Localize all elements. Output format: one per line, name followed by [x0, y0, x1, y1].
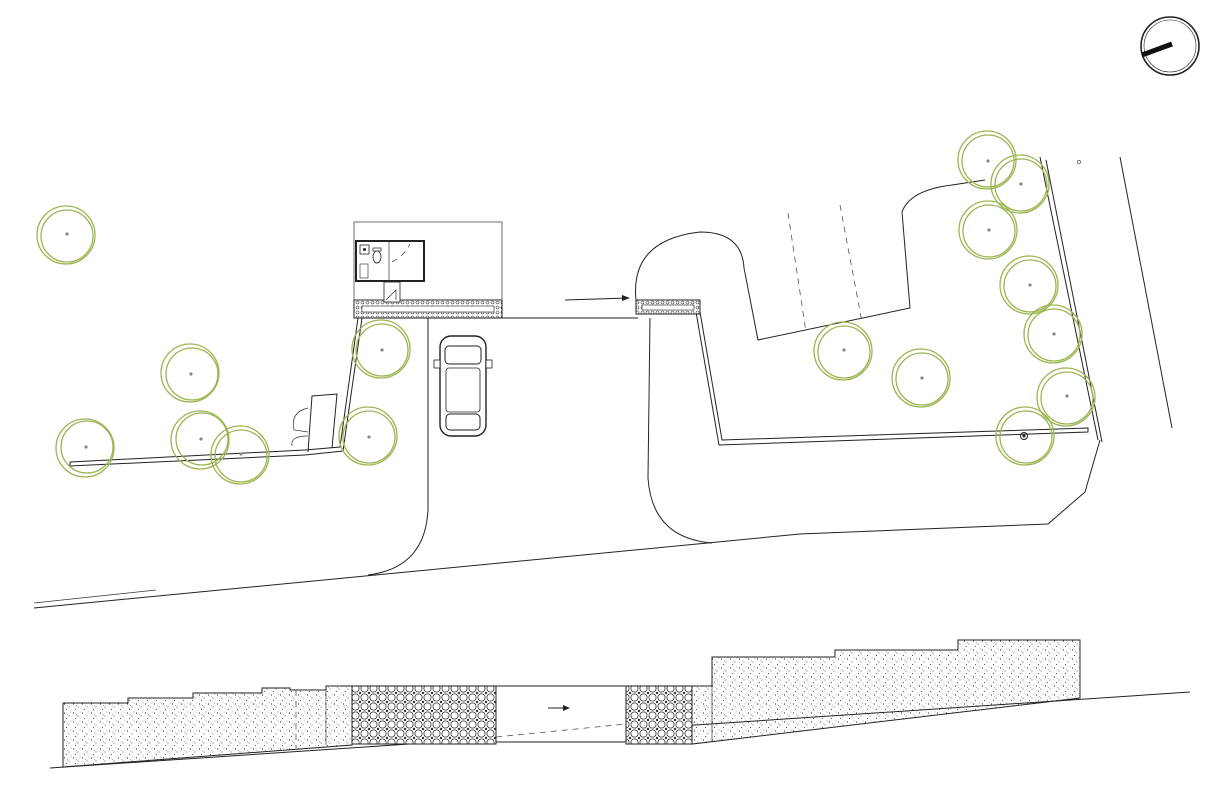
tree [338, 406, 398, 466]
road-edge-far [1119, 156, 1173, 429]
tree [958, 200, 1018, 260]
tree [36, 205, 96, 265]
gate-opening [495, 685, 627, 743]
north-arrow-icon [1140, 16, 1200, 76]
tree [55, 418, 115, 478]
driveway-right-edge [647, 317, 713, 544]
site-plan [33, 130, 1173, 609]
direction-arrow-icon [548, 705, 570, 711]
left-gate [291, 393, 338, 453]
parking-stripe-1 [787, 212, 807, 333]
tree [957, 130, 1017, 190]
parking-stripe-2 [839, 204, 863, 323]
right-entry-wall [635, 299, 701, 315]
road-edge [1039, 156, 1099, 441]
tree [170, 410, 230, 470]
trees [36, 130, 1096, 485]
right-wall-elevation [691, 639, 1081, 745]
site-elevation [49, 639, 1191, 769]
right-gate-post-elevation [625, 685, 693, 745]
tree [891, 348, 951, 408]
tree [351, 319, 411, 379]
tree [1023, 304, 1083, 364]
road-edge-inner [1045, 159, 1103, 443]
left-gate-post-elevation [351, 685, 497, 745]
tree [1036, 367, 1096, 427]
sink-icon [359, 244, 370, 255]
driveway-gate-arrow [564, 297, 629, 301]
left-wall-elevation [62, 685, 353, 768]
tree [999, 255, 1059, 315]
driveway-left-edge [367, 318, 429, 576]
street-edge [33, 439, 1101, 609]
washroom-building [353, 221, 503, 303]
tree [995, 406, 1055, 466]
car-icon [433, 335, 493, 437]
street-edge-left [33, 589, 157, 604]
tree [210, 425, 270, 485]
tree [160, 343, 220, 403]
left-entry-wall [353, 299, 503, 319]
toilet-icon [372, 247, 382, 264]
tree [813, 321, 873, 381]
parking-outline [635, 179, 986, 341]
tree [990, 154, 1050, 214]
